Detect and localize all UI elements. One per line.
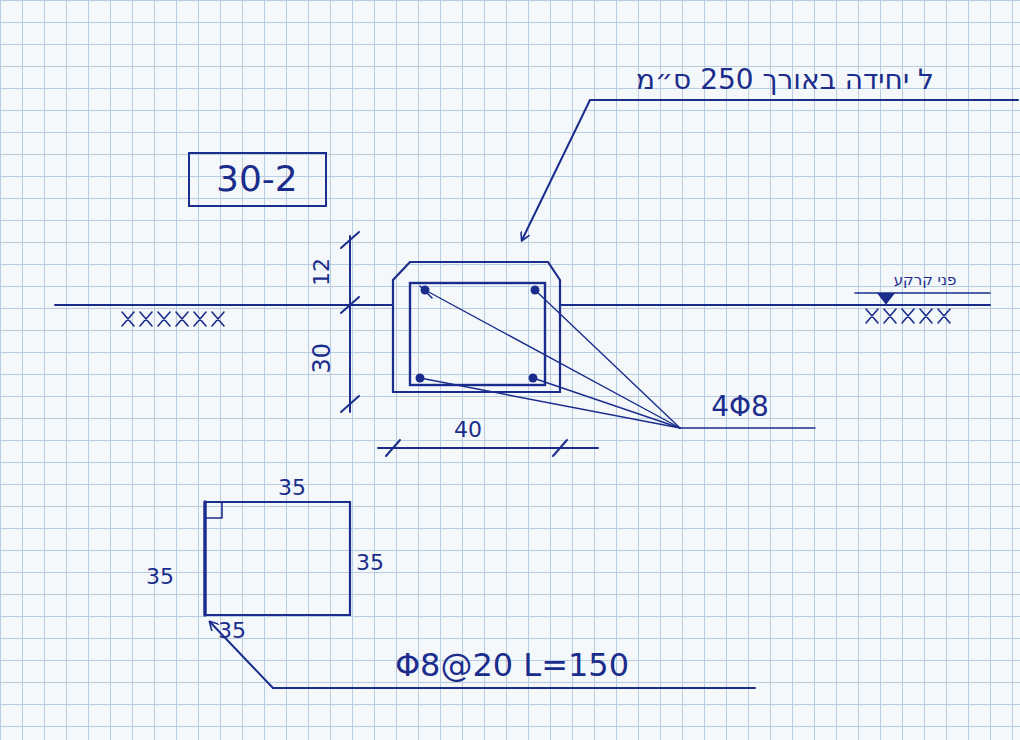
leader-arrow	[522, 100, 590, 240]
ground-line	[560, 304, 990, 306]
ground-line	[55, 304, 393, 306]
sheet-number: 30-2	[216, 159, 325, 199]
stirrup	[410, 283, 545, 385]
level-line	[855, 292, 990, 294]
stirrup-lap	[203, 502, 206, 615]
title-box: 30-2	[188, 152, 327, 207]
dimension-label: 30	[309, 343, 335, 374]
dimension-label: 35	[218, 619, 246, 643]
leader-line	[273, 687, 755, 689]
leader-line	[590, 99, 1018, 101]
dimension-label: 35	[278, 476, 306, 500]
dimension-label: 12	[310, 258, 334, 286]
dimension-label: 35	[146, 565, 174, 589]
soil-hatch	[122, 309, 950, 326]
dimension-label: 40	[454, 418, 482, 442]
note-text: פני קרקע	[894, 272, 957, 289]
stirrup-hook	[420, 286, 432, 298]
dimension-label: 35	[356, 551, 384, 575]
beam-outline	[393, 262, 560, 392]
stirrup-shape	[205, 502, 350, 615]
level-triangle	[879, 294, 893, 303]
dimension-line	[341, 232, 359, 412]
dimension-line	[378, 440, 598, 456]
note-text: ל יחידה באורך 250 ס״מ	[636, 65, 934, 96]
rebar-leaders	[420, 290, 815, 428]
stirrup-hook	[205, 503, 222, 518]
dimension-label: 4Φ8	[711, 392, 769, 423]
dimension-label: Φ8@20 L=150	[395, 648, 629, 683]
rebar-dots	[416, 286, 540, 383]
